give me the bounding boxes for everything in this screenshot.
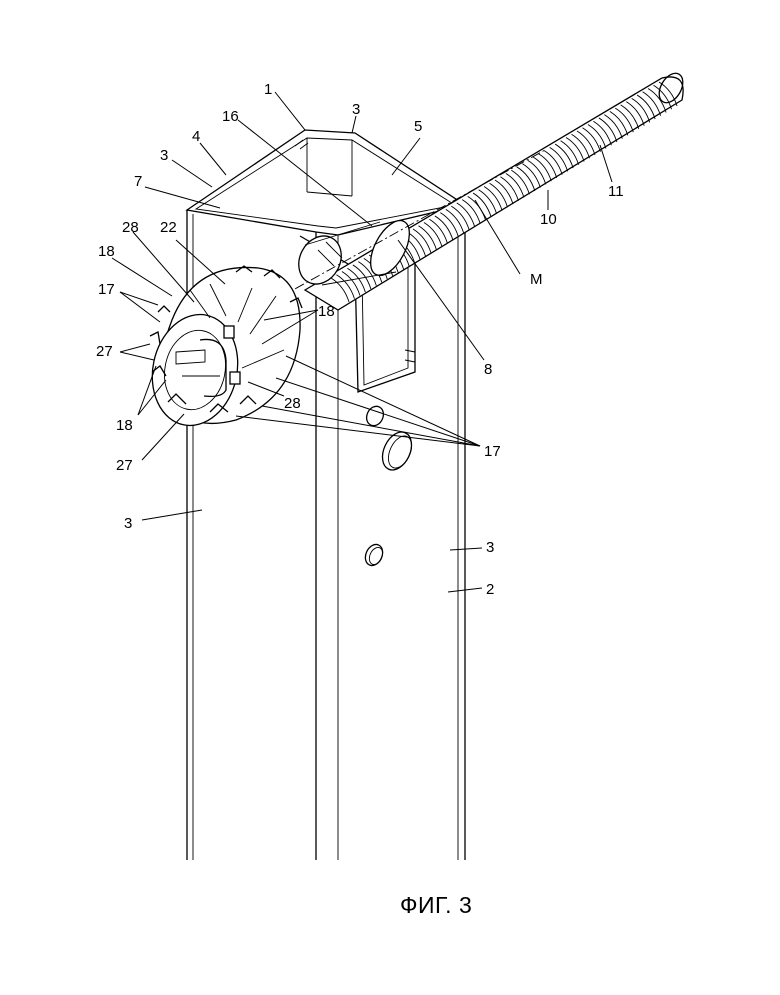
label-m: M bbox=[530, 271, 543, 288]
label-28-bottom: 28 bbox=[284, 395, 301, 412]
label-2: 2 bbox=[486, 581, 494, 598]
label-18-top: 18 bbox=[98, 243, 115, 260]
label-27-bottom: 27 bbox=[116, 457, 133, 474]
figure-caption: ФИГ. 3 bbox=[400, 892, 472, 919]
threaded-rod bbox=[305, 69, 688, 310]
label-27-left: 27 bbox=[96, 343, 113, 360]
label-22: 22 bbox=[160, 219, 177, 236]
label-4: 4 bbox=[192, 128, 200, 145]
label-3-top: 3 bbox=[352, 101, 360, 118]
label-10: 10 bbox=[540, 211, 557, 228]
label-18-right: 18 bbox=[318, 303, 335, 320]
expanding-plug bbox=[142, 266, 302, 434]
label-7: 7 bbox=[134, 173, 142, 190]
label-28-top: 28 bbox=[122, 219, 139, 236]
label-17-left: 17 bbox=[98, 281, 115, 298]
label-18-bottom: 18 bbox=[116, 417, 133, 434]
label-8: 8 bbox=[484, 361, 492, 378]
label-3-side: 3 bbox=[486, 539, 494, 556]
label-11: 11 bbox=[608, 183, 624, 200]
label-1: 1 bbox=[264, 81, 272, 98]
label-16: 16 bbox=[222, 108, 239, 125]
label-17-right: 17 bbox=[484, 443, 501, 460]
tube-holes bbox=[362, 404, 417, 569]
label-3-front: 3 bbox=[124, 515, 132, 532]
label-5: 5 bbox=[414, 118, 422, 135]
label-3-left: 3 bbox=[160, 147, 168, 164]
